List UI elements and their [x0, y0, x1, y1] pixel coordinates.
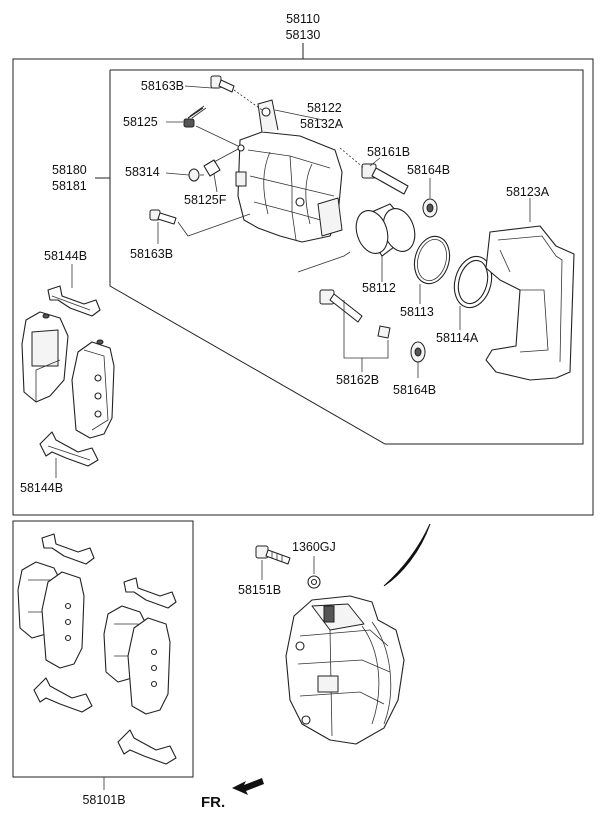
label-58114a: 58114A	[436, 331, 479, 345]
guide-pin-low-part	[319, 289, 391, 339]
label-58125f: 58125F	[184, 193, 227, 207]
label-58132a: 58132A	[300, 117, 344, 131]
label-58163b-low: 58163B	[130, 247, 173, 261]
label-58125: 58125	[123, 115, 158, 129]
carrier-part	[485, 225, 575, 381]
label-58144b-top: 58144B	[44, 249, 87, 263]
boot-low-part	[410, 341, 426, 363]
bleed-bolt-top-part	[210, 75, 235, 93]
label-58163b-top: 58163B	[141, 79, 184, 93]
pad-kit-clips-bottom	[33, 677, 177, 765]
pad-kit-pads-right	[103, 605, 171, 715]
caliper-body	[235, 99, 343, 243]
pad-clip-top-part	[47, 285, 101, 317]
seal-part	[413, 235, 451, 285]
label-58164b-top: 58164B	[407, 163, 450, 177]
label-58110: 58110	[286, 12, 320, 26]
bolt-58151b-part	[255, 545, 291, 565]
label-58161b: 58161B	[367, 145, 410, 159]
washer-part	[307, 575, 321, 589]
assembled-caliper	[285, 595, 405, 745]
bleeder-58125f-part	[203, 144, 245, 177]
label-58122: 58122	[307, 101, 342, 115]
label-58162b: 58162B	[336, 373, 379, 387]
guide-pin-top-part	[361, 163, 409, 195]
piston-part	[355, 203, 416, 257]
label-58144b-bottom: 58144B	[20, 481, 63, 495]
bleed-bolt-low-part	[149, 209, 177, 225]
pad-kit-clips-top	[41, 533, 177, 609]
label-58130: 58130	[286, 28, 321, 42]
label-58151b: 58151B	[238, 583, 281, 597]
direction-sweep-icon	[383, 523, 431, 587]
brake-pad-left-part	[21, 311, 69, 403]
label-1360gj: 1360GJ	[292, 540, 336, 554]
label-58314: 58314	[125, 165, 160, 179]
label-fr: FR.	[201, 794, 225, 811]
pad-kit-pads-left	[17, 561, 85, 669]
caliper-subassembly-frame	[109, 69, 584, 445]
pad-clip-bottom-part	[39, 431, 99, 467]
label-58113: 58113	[400, 305, 434, 319]
front-arrow-icon	[232, 778, 264, 795]
label-58101b: 58101B	[82, 793, 125, 807]
brake-pad-right-part	[71, 339, 115, 439]
boot-ring-part	[453, 255, 493, 309]
label-58180: 58180	[52, 163, 87, 177]
label-58112: 58112	[362, 281, 396, 295]
pad-kit-frame	[12, 520, 194, 778]
bolt-58125-part	[183, 105, 207, 128]
cap-58314-part	[188, 168, 200, 182]
boot-top-part	[422, 198, 438, 218]
label-58164b-low: 58164B	[393, 383, 436, 397]
label-58123a: 58123A	[506, 185, 550, 199]
label-58181: 58181	[52, 179, 87, 193]
